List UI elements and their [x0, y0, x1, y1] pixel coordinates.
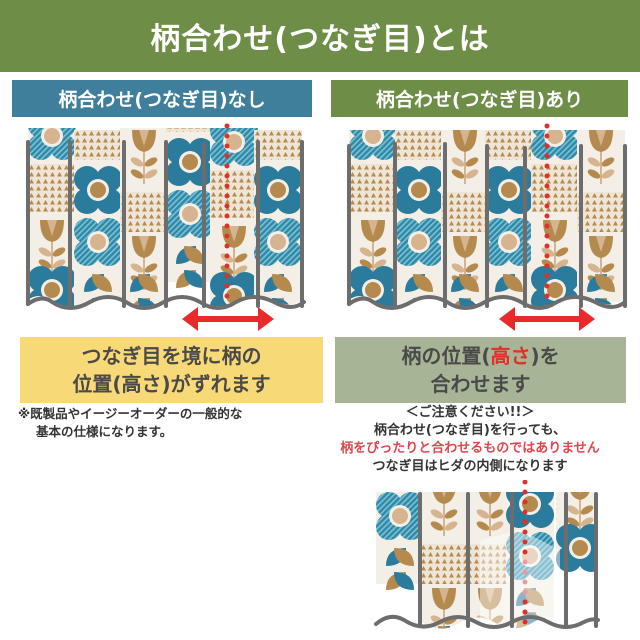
caution-note: ＜ご注意ください!!＞ 柄合わせ(つなぎ目)を行っても、 柄をぴったりと合わせる…	[300, 404, 640, 476]
header-without-pattern-matching: 柄合わせ(つなぎ目)なし	[12, 80, 312, 117]
misaligned-message-box: つなぎ目を境に柄の 位置(高さ)がずれます	[20, 337, 323, 403]
caution-line-2: 柄をぴったりと合わせるものではありません	[340, 441, 600, 456]
caution-title: ＜ご注意ください!!＞	[405, 405, 535, 420]
caution-line-1: 柄合わせ(つなぎ目)を行っても、	[373, 423, 567, 438]
curtain-aligned-illustration	[345, 122, 635, 337]
header-with-pattern-matching: 柄合わせ(つなぎ目)あり	[331, 80, 628, 117]
footnote-line-1: ※既製品やイージーオーダーの一般的な	[18, 406, 243, 421]
page-title: 柄合わせ(つなぎ目)とは	[0, 0, 640, 72]
message-pre: 柄の位置(	[401, 344, 491, 368]
message-highlight: 高さ	[490, 344, 531, 368]
message-line-2: 位置(高さ)がずれます	[72, 372, 271, 396]
message-line-1: 柄の位置(高さ)を	[401, 342, 559, 370]
footnote-line-2: 基本の仕様になります。	[36, 424, 173, 439]
double-arrow-icon	[499, 307, 595, 331]
message-post: )を	[530, 344, 560, 368]
aligned-message-box: 柄の位置(高さ)を 合わせます	[335, 337, 626, 403]
caution-line-3: つなぎ目はヒダの内側になります	[372, 459, 568, 474]
double-arrow-icon	[182, 307, 274, 331]
curtain-misaligned-illustration	[22, 122, 312, 337]
seam-inside-pleat-illustration	[370, 480, 600, 640]
message-line-2: 合わせます	[430, 372, 531, 396]
message-line-1: つなぎ目を境に柄の	[81, 344, 262, 368]
left-footnote: ※既製品やイージーオーダーの一般的な 基本の仕様になります。	[18, 405, 328, 441]
